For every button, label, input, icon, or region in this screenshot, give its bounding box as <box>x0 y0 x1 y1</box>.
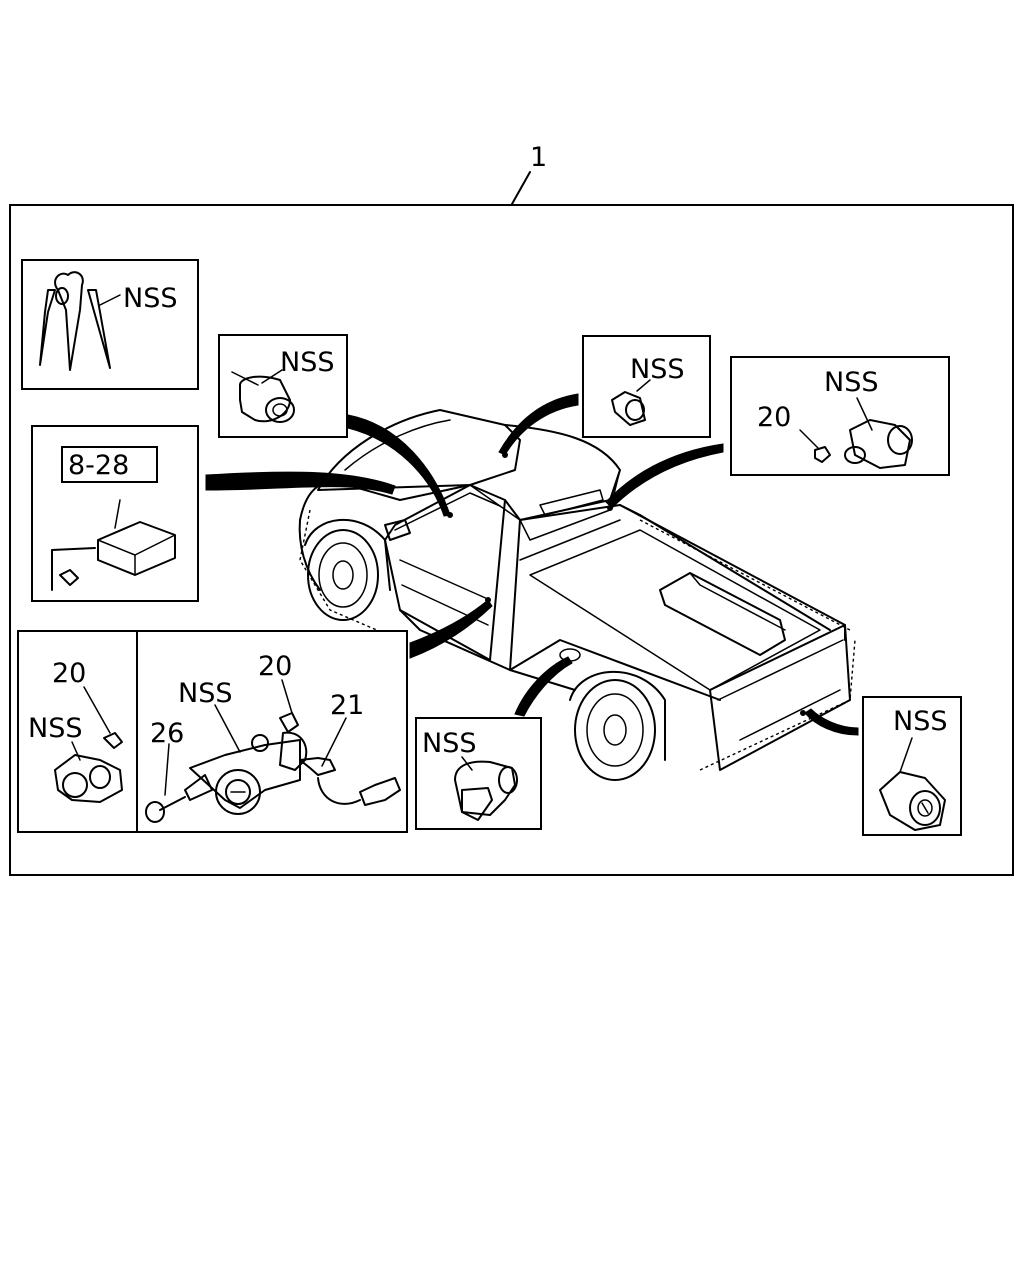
front-door-cylinder-panel: NSS <box>218 334 348 438</box>
label-ignition-26: 26 <box>150 718 184 749</box>
label-rear-window-nss: NSS <box>824 367 878 398</box>
callout-assembly-1: 1 <box>530 142 547 173</box>
label-keys-nss: NSS <box>123 283 177 314</box>
leader-lines <box>205 393 859 736</box>
label-ignition-20: 20 <box>258 651 292 682</box>
ignition-assembly-panel: 20 NSS 21 26 <box>136 630 408 833</box>
label-front-door-nss: NSS <box>280 347 334 378</box>
label-ignition-nss: NSS <box>178 678 232 709</box>
label-rear-window-20: 20 <box>757 402 791 433</box>
tailgate-cylinder-panel: NSS <box>862 696 962 836</box>
label-fuel-door-nss: NSS <box>422 728 476 759</box>
controller-panel: 8-28 <box>31 425 199 602</box>
keys-panel: NSS <box>21 259 199 390</box>
label-tailgate-nss: NSS <box>893 706 947 737</box>
label-ignition-21: 21 <box>330 690 364 721</box>
label-controller-ref: 8-28 <box>68 450 129 481</box>
label-left-panel-20: 20 <box>52 658 86 689</box>
rear-window-part-panel: NSS 20 <box>730 356 950 476</box>
roof-part-panel: NSS <box>582 335 711 438</box>
leader-assembly <box>511 171 531 205</box>
door-lock-left-panel: 20 NSS <box>17 630 139 833</box>
fuel-door-cylinder-panel: NSS <box>415 717 542 830</box>
label-left-panel-nss: NSS <box>28 713 82 744</box>
label-roof-nss: NSS <box>630 354 684 385</box>
